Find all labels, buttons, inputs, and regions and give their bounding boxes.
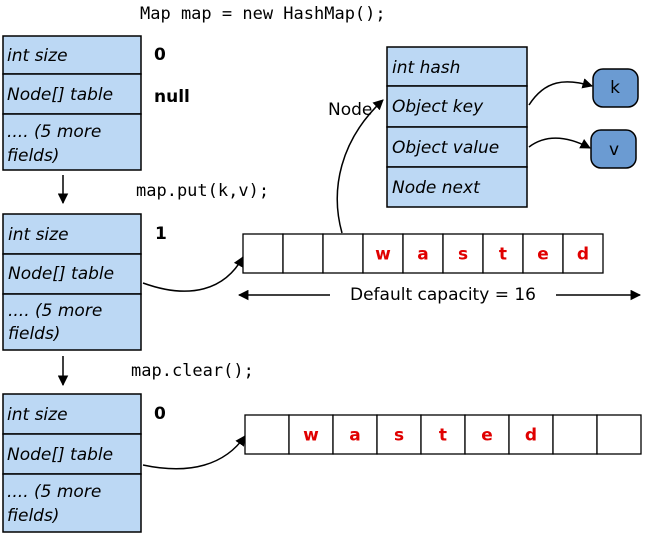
array-cell	[402, 233, 444, 274]
code-new-map: Map map = new HashMap();	[140, 4, 386, 24]
array-cell	[508, 414, 554, 455]
array-cell-occupied	[322, 233, 364, 274]
node-field-value: Object value	[392, 138, 499, 158]
field-node-table: Node[] table	[7, 85, 113, 105]
array-cell	[552, 414, 598, 455]
table-value-initial: null	[154, 87, 190, 107]
wasted-letter: w	[375, 245, 391, 265]
field-more: .... (5 more	[7, 122, 101, 142]
array-cell	[464, 414, 510, 455]
map-object-initial: int size Node[] table .... (5 more field…	[2, 35, 142, 171]
wasted-letter: d	[577, 245, 589, 265]
field-more-2: fields)	[8, 324, 60, 344]
table-to-array-arrow-put	[142, 256, 244, 292]
wasted-letter: w	[303, 426, 319, 446]
field-node-table: Node[] table	[7, 445, 113, 465]
size-value-after-clear: 0	[154, 404, 166, 424]
node-label: Node	[328, 100, 372, 120]
node-field-hash: int hash	[392, 58, 460, 78]
capacity-label: Default capacity = 16	[350, 285, 536, 305]
wasted-letter: d	[525, 426, 537, 446]
code-put: map.put(k,v);	[136, 181, 269, 201]
node-object: int hash Object key Object value Node ne…	[386, 46, 528, 208]
wasted-letter: t	[439, 426, 447, 446]
table-to-array-arrow-clear	[142, 435, 246, 470]
key-label: k	[610, 78, 620, 98]
array-cell	[282, 233, 324, 274]
map-object-after-clear: int size Node[] table .... (5 more field…	[2, 393, 142, 533]
field-more-2: fields)	[7, 506, 59, 526]
key-pointer-arrow	[528, 78, 594, 106]
field-more: .... (5 more	[7, 482, 101, 502]
wasted-letter: t	[499, 245, 507, 265]
wasted-letter: a	[417, 245, 428, 265]
map-object-after-put: int size Node[] table .... (5 more field…	[2, 213, 142, 351]
value-pointer-arrow	[528, 137, 591, 149]
array-cell	[596, 414, 642, 455]
value-label: v	[609, 140, 619, 160]
array-cell	[420, 414, 466, 455]
array-cell	[562, 233, 604, 274]
field-more-2: fields)	[7, 146, 59, 166]
cell-to-node-arrow	[336, 99, 384, 234]
wasted-letter: e	[481, 426, 493, 446]
wasted-letter: a	[349, 426, 360, 446]
field-int-size: int size	[7, 46, 68, 66]
field-more: .... (5 more	[8, 301, 102, 321]
wasted-letter: s	[458, 245, 468, 265]
array-cell	[244, 414, 290, 455]
field-node-table: Node[] table	[8, 264, 114, 284]
field-int-size: int size	[7, 405, 68, 425]
array-cell	[522, 233, 564, 274]
array-cell	[288, 414, 334, 455]
size-value-initial: 0	[154, 45, 166, 65]
code-clear: map.clear();	[131, 361, 254, 381]
array-cell	[376, 414, 422, 455]
wasted-letter: e	[537, 245, 549, 265]
array-cell	[482, 233, 524, 274]
array-cell	[442, 233, 484, 274]
node-field-key: Object key	[392, 97, 484, 117]
size-value-after-put: 1	[155, 224, 167, 244]
node-field-next: Node next	[392, 178, 481, 198]
value-object	[590, 129, 637, 169]
array-cell	[362, 233, 404, 274]
field-int-size: int size	[8, 225, 69, 245]
wasted-letter: s	[394, 426, 404, 446]
array-cell	[242, 233, 284, 274]
